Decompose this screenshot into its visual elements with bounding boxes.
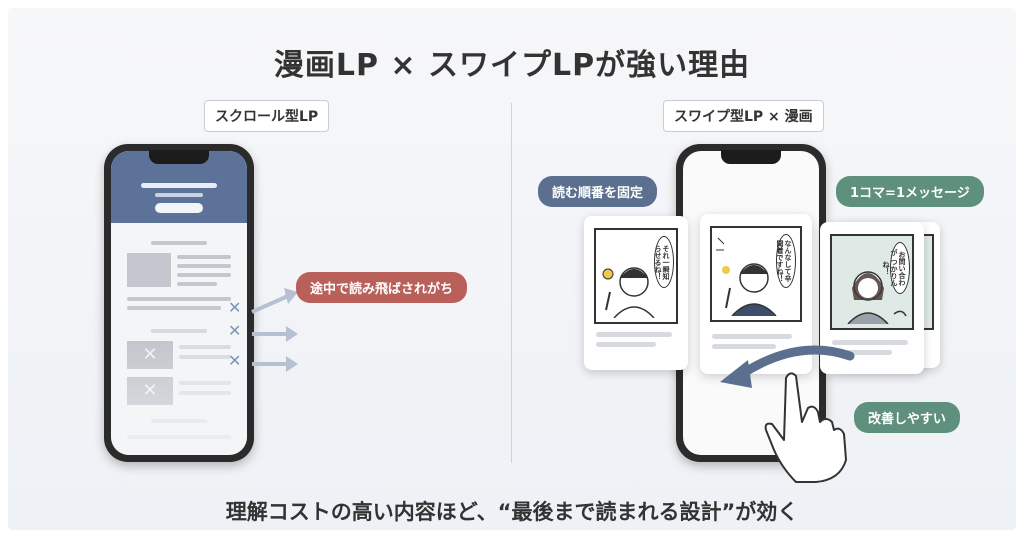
one-message-callout: 1コマ=1メッセージ bbox=[836, 176, 984, 207]
fixed-order-callout: 読む順番を固定 bbox=[538, 176, 658, 207]
easy-improve-callout: 改善しやすい bbox=[854, 402, 960, 433]
arrow-right-icon bbox=[251, 288, 298, 372]
manga-card-3[interactable]: お問い合わが つかりんね！ bbox=[820, 222, 924, 374]
scroll-phone: ✕ ✕ bbox=[104, 144, 254, 462]
manga-panel: なんなして辛聞着ですね！ bbox=[710, 226, 802, 322]
scroll-lp-label: スクロール型LP bbox=[204, 100, 330, 132]
footer-tagline: 理解コストの高い内容ほど、“最後まで読まれる設計”が効く bbox=[225, 500, 799, 524]
infographic: 漫画LP × スワイプLPが強い理由 スクロール型LP ✕ ✕ bbox=[8, 8, 1016, 530]
swipe-lp-label: スワイプ型LP × 漫画 bbox=[663, 100, 824, 132]
x-mark-icon: ✕ bbox=[228, 298, 242, 317]
center-divider bbox=[511, 103, 512, 463]
hand-pointer-icon bbox=[764, 372, 847, 483]
skip-callout: 途中で読み飛ばされがち bbox=[296, 272, 468, 303]
x-mark-icon: ✕ bbox=[228, 351, 242, 370]
manga-panel: お問い合わが つかりんね！ bbox=[830, 234, 914, 330]
page-title: 漫画LP × スワイプLPが強い理由 bbox=[273, 48, 751, 83]
speech-bubble: なんなして辛聞着ですね！ bbox=[776, 234, 796, 288]
speech-bubble: それ一瞬知らせるね！ bbox=[654, 236, 674, 288]
speech-bubble: お問い合わが つかりんね！ bbox=[882, 242, 910, 294]
manga-panel: それ一瞬知らせるね！ bbox=[594, 228, 678, 324]
manga-card-1[interactable]: それ一瞬知らせるね！ bbox=[584, 216, 688, 370]
manga-card-2[interactable]: なんなして辛聞着ですね！ bbox=[700, 214, 812, 374]
phone-notch bbox=[721, 150, 781, 164]
scroll-phone-screen: ✕ ✕ bbox=[111, 151, 247, 455]
phone-notch bbox=[149, 150, 209, 164]
x-mark-icon: ✕ bbox=[228, 321, 242, 340]
swipe-arrow-icon bbox=[720, 345, 855, 388]
